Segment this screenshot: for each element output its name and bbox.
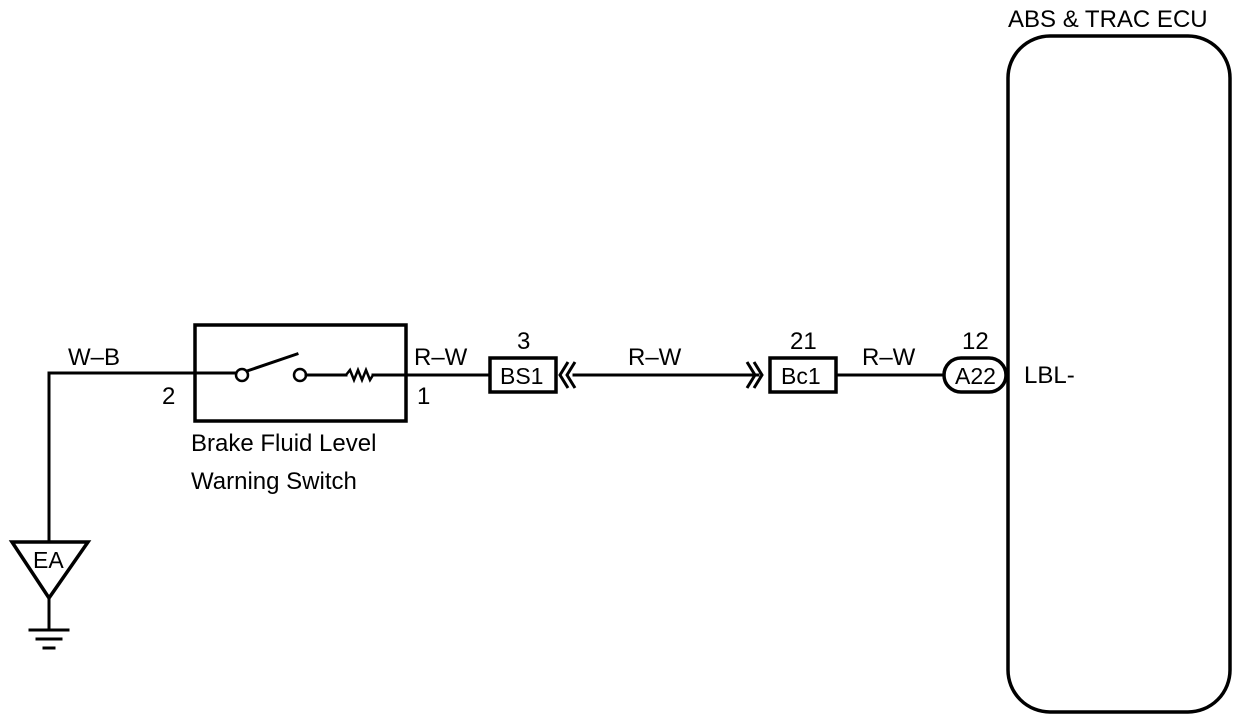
ecu-title: ABS & TRAC ECU [1008,6,1208,33]
ground-label: EA [33,547,64,573]
connector-bc1: Bc1 21 [745,328,838,394]
connector-bs1-name: BS1 [500,363,543,389]
chevron-right-icon [752,361,764,389]
ecu-body [1006,34,1232,714]
connector-bs1: BS1 3 [488,328,577,394]
wire2-color: R–W [628,344,682,371]
switch-lever [245,352,299,373]
chevron-left-icon [565,361,577,389]
connector-bs1-box [488,356,558,394]
switch-name-line1: Brake Fluid Level [191,430,376,457]
connector-a22: A22 12 [942,328,1008,394]
chevron-left-icon [558,361,570,389]
ground-wire-color: W–B [68,344,120,371]
ground-point-ea: EA [8,540,92,650]
wire1-color: R–W [414,344,468,371]
ecu-pin-label: LBL- [1024,362,1075,389]
connector-a22-box [942,356,1008,394]
connector-bc1-pin: 21 [790,328,817,355]
switch-contact-right [292,367,308,383]
connector-bs1-pin: 3 [517,328,530,355]
wire3-color: R–W [862,344,916,371]
ground-circuit: W–B EA [8,344,197,650]
switch-contact-left [234,367,250,383]
abs-trac-ecu: ABS & TRAC ECU LBL- [1006,6,1232,714]
ground-wire [47,371,197,544]
connector-a22-name: A22 [955,363,996,389]
ground-triangle [8,540,92,602]
switch-pin-left: 2 [162,383,175,410]
brake-fluid-level-warning-switch: 2 1 Brake Fluid Level Warning Switch [162,323,430,495]
switch-name-line2: Warning Switch [191,468,357,495]
resistor-icon [345,366,375,384]
switch-pin-right: 1 [417,383,430,410]
chevron-right-icon [745,361,757,389]
connector-bc1-name: Bc1 [781,363,821,389]
connector-a22-pin: 12 [962,328,989,355]
